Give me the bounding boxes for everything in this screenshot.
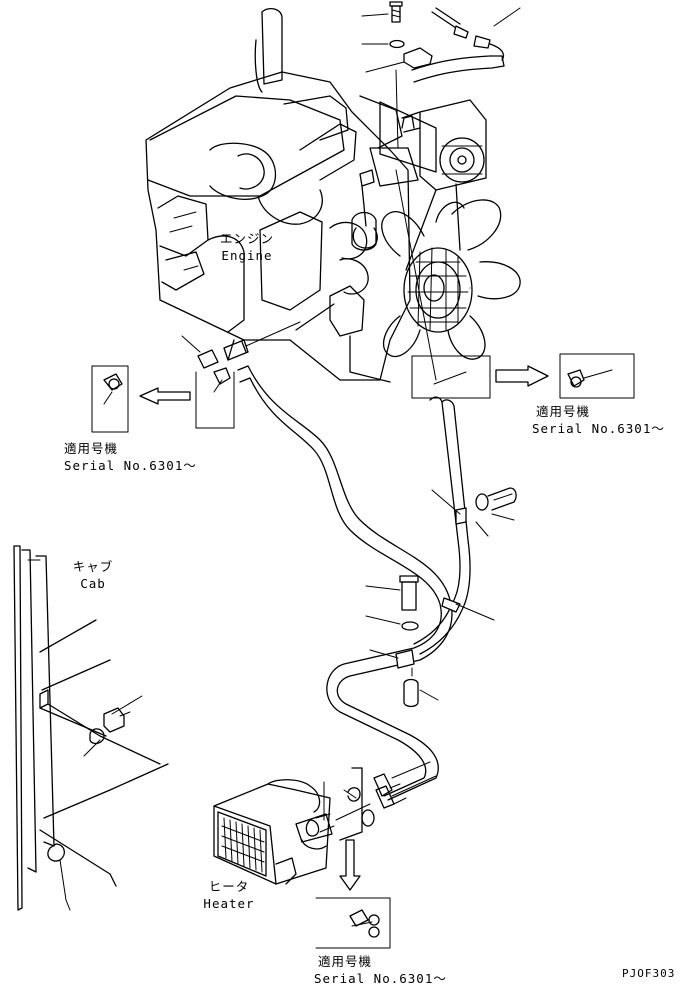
cooling-fan xyxy=(382,200,520,359)
heater-unit xyxy=(214,768,374,884)
top-hardware xyxy=(380,2,504,172)
left-serial-variant-detail xyxy=(92,366,234,432)
engine-label-jp: エンジン xyxy=(219,231,274,246)
heater-label-jp: ヒータ xyxy=(208,879,250,894)
heater-hose-return xyxy=(374,397,470,808)
right-serial-label: Serial No.6301～ xyxy=(532,421,665,436)
drawing-code: PJOF303 xyxy=(622,967,676,980)
bottom-serial-label: Serial No.6301～ xyxy=(314,971,447,986)
bottom-applicable-label: 適用号機 xyxy=(318,954,373,969)
heater-label-en: Heater xyxy=(203,896,255,911)
engine-outlet-valve xyxy=(182,12,377,368)
hose-clamps xyxy=(366,488,516,707)
heater-hose-supply xyxy=(238,366,452,800)
right-serial-variant-detail xyxy=(412,354,634,398)
cab-label-jp: キャブ xyxy=(72,559,114,574)
cab-structure xyxy=(14,546,168,910)
right-applicable-label: 適用号機 xyxy=(536,404,591,419)
cab-label-en: Cab xyxy=(80,576,106,591)
engine-label-en: Engine xyxy=(221,248,273,263)
left-serial-label: Serial No.6301～ xyxy=(64,458,197,473)
left-applicable-label: 適用号機 xyxy=(64,441,119,456)
heater-serial-variant-detail xyxy=(316,840,390,948)
engine-assembly xyxy=(146,9,520,382)
leader-lines xyxy=(362,8,520,384)
